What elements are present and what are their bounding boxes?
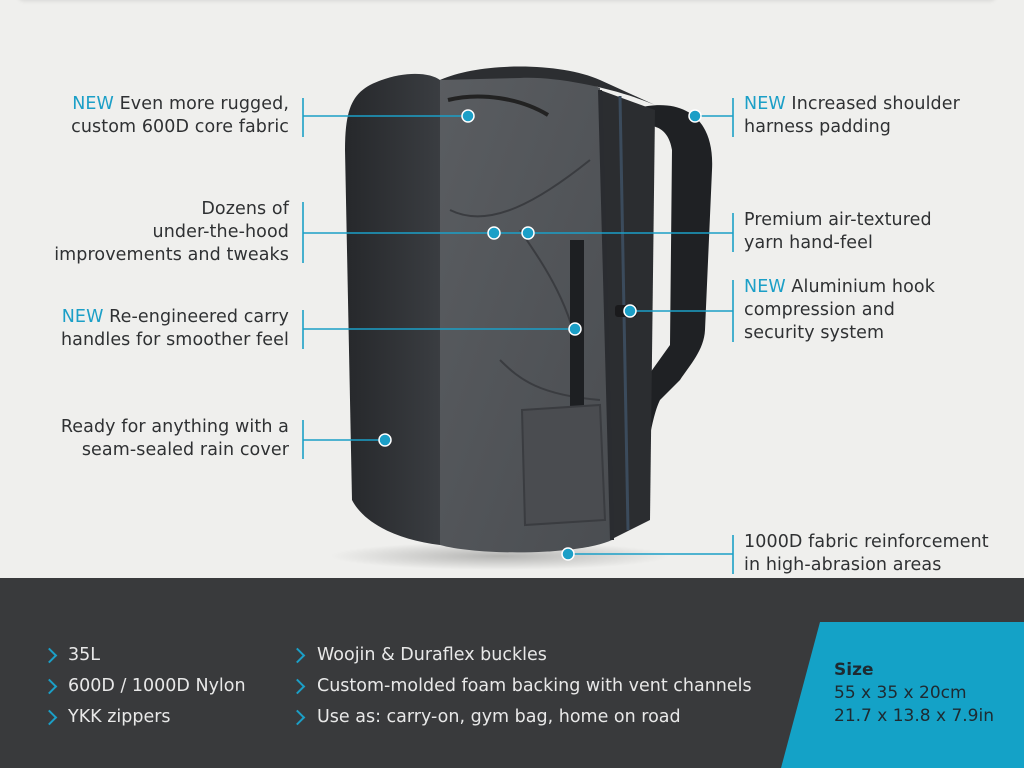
callout-leaders [302,98,734,574]
callout-dot [461,109,475,123]
annotation-fabric: NEW Even more rugged, custom 600D core f… [71,94,289,137]
size-imperial: 21.7 x 13.8 x 7.9in [834,706,994,726]
callout-dot [561,547,575,561]
annotation-carry-handles: NEW Re-engineered carry handles for smoo… [60,307,289,350]
callout-dot [378,433,392,447]
spec-buckles: Woojin & Duraflex buckles [317,645,547,665]
callout-dot [568,322,582,336]
annotation-hook-system: NEW Aluminium hook compression and secur… [744,277,935,343]
callout-dot [487,226,501,240]
size-metric: 55 x 35 x 20cm [834,683,967,703]
annotation-improvements: Dozens of under-the-hood improvements an… [54,199,289,265]
annotation-shoulder-harness: NEW Increased shoulder harness padding [744,94,960,137]
annotation-yarn: Premium air-textured yarn hand-feel [744,210,932,253]
callout-dot [623,304,637,318]
backpack-side-panel [345,73,440,545]
callout-dot [688,109,702,123]
size-title: Size [834,660,874,680]
new-tag: NEW [72,94,114,114]
new-tag: NEW [744,94,786,114]
new-tag: NEW [61,307,104,327]
spec-capacity: 35L [68,645,101,665]
spec-material: 600D / 1000D Nylon [68,676,246,696]
annotation-reinforcement: 1000D fabric reinforcement in high-abras… [744,532,989,575]
spec-usage: Use as: carry-on, gym bag, home on road [317,707,681,727]
spec-backing: Custom-molded foam backing with vent cha… [317,676,752,696]
spec-zippers: YKK zippers [68,707,171,727]
annotation-rain-cover: Ready for anything with a seam-sealed ra… [60,417,289,460]
backpack-image [330,66,713,570]
new-tag: NEW [744,277,786,297]
callout-dot [521,226,535,240]
